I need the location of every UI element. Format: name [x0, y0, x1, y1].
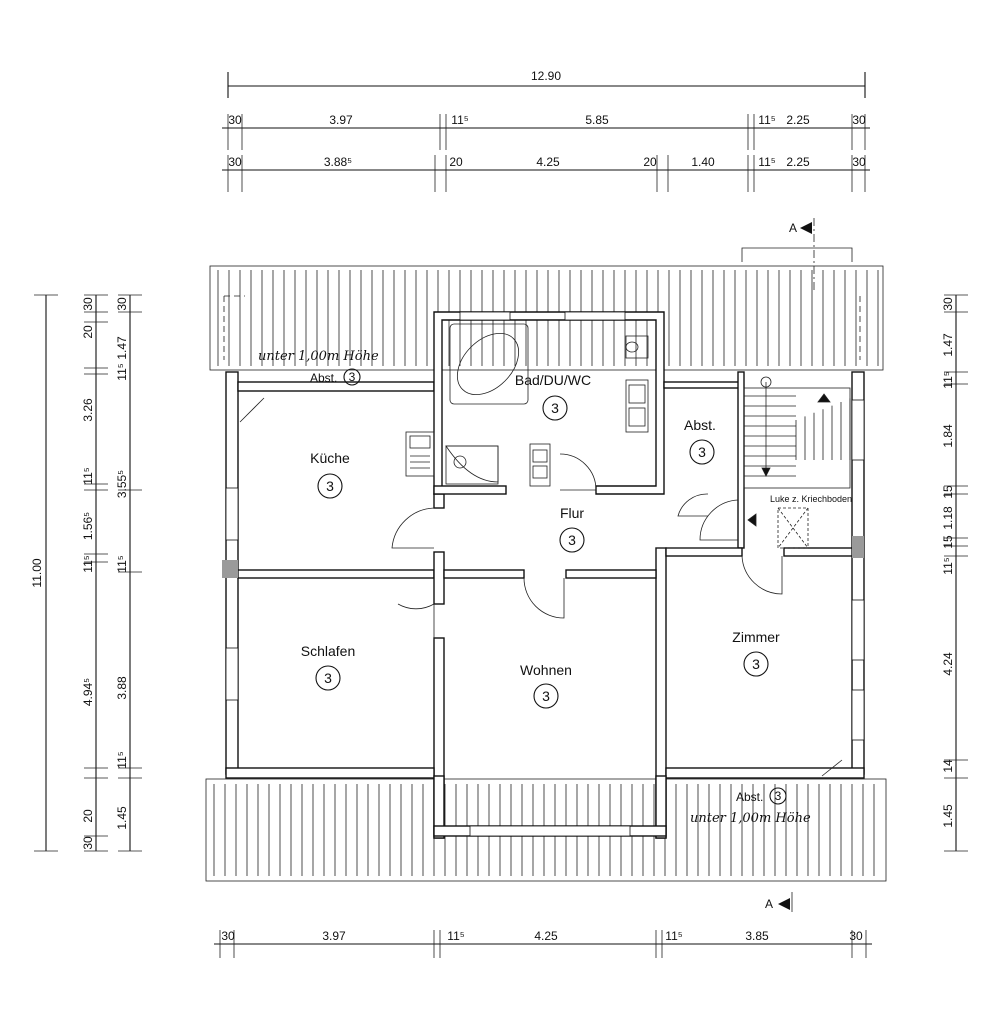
dim-right-3: 1.84 — [941, 424, 955, 448]
dim-right-4: 15 — [941, 485, 955, 499]
bottom-dimension-chain: 30 3.97 11⁵ 4.25 11⁵ 3.85 30 — [214, 929, 872, 958]
dim-left1-11: 30 — [81, 836, 95, 850]
dim-top3-7: 2.25 — [786, 155, 810, 169]
section-label-bottom: A — [765, 897, 773, 911]
section-marker-bottom: A — [765, 892, 793, 912]
section-marker-top: A — [741, 218, 853, 290]
label-luke: Luke z. Kriechboden — [770, 494, 852, 504]
dim-top3-0: 30 — [228, 155, 242, 169]
dim-left2-3: 3.88 — [115, 676, 129, 700]
dim-bottom-6: 30 — [849, 929, 863, 943]
dim-bottom-4: 11⁵ — [665, 929, 682, 943]
dim-left1-4: 3.26 — [81, 398, 95, 422]
room-bad-num: 3 — [551, 400, 559, 416]
dim-left1-8: 4.94⁵ — [81, 678, 95, 706]
dim-total-width: 12.90 — [531, 69, 561, 83]
top-dimension-chains: 12.90 30 3.97 11⁵ 5.85 11⁵ 2.25 30 30 3.… — [222, 69, 870, 192]
dim-right-6: 15 — [941, 535, 955, 549]
dim-top2-0: 30 — [228, 113, 242, 127]
note-unter-top: unter 1,00m Höhe — [258, 349, 379, 364]
dim-bottom-5: 3.85 — [745, 929, 769, 943]
room-abst-bottom-num: 3 — [775, 789, 782, 803]
dim-top3-5: 1.40 — [691, 155, 715, 169]
room-flur-num: 3 — [568, 532, 576, 548]
dim-left1-0: 30 — [81, 297, 95, 311]
dim-right-5: 1.18 — [941, 506, 955, 530]
room-abst-bottom-name: Abst. — [736, 790, 763, 804]
dim-top2-3: 5.85 — [585, 113, 609, 127]
dim-left2-0: 30 — [115, 297, 129, 311]
dim-bottom-1: 3.97 — [322, 929, 346, 943]
dim-left1-5: 11⁵ — [81, 467, 95, 484]
dim-top2-5: 2.25 — [786, 113, 810, 127]
note-unter-bottom: unter 1,00m Höhe — [690, 811, 811, 826]
room-zimmer-name: Zimmer — [732, 629, 780, 645]
dim-left1-3: 11⁵ — [115, 363, 129, 380]
room-schlafen-name: Schlafen — [301, 643, 355, 659]
dim-left1-7: 11⁵ — [81, 555, 95, 572]
room-abst-right-num: 3 — [698, 444, 706, 460]
room-abst-right-name: Abst. — [684, 417, 716, 433]
walls — [222, 311, 865, 839]
roof-top: unter 1,00m Höhe — [209, 265, 884, 371]
room-kueche-name: Küche — [310, 450, 350, 466]
dim-top3-1: 3.88⁵ — [324, 155, 352, 169]
room-schlafen-num: 3 — [324, 670, 332, 686]
dim-bottom-3: 4.25 — [534, 929, 558, 943]
room-wohnen-num: 3 — [542, 688, 550, 704]
dim-right-9: 14 — [941, 759, 955, 773]
dim-top2-1: 3.97 — [329, 113, 353, 127]
section-label-top: A — [789, 221, 797, 235]
dim-left1-2: 1.47 — [115, 336, 129, 360]
dim-left2-2: 11⁵ — [115, 555, 129, 572]
dim-right-7: 11⁵ — [941, 557, 955, 574]
dim-right-10: 1.45 — [941, 804, 955, 828]
dim-top3-3: 4.25 — [536, 155, 560, 169]
dim-top3-8: 30 — [852, 155, 866, 169]
dim-top2-2: 11⁵ — [451, 113, 468, 127]
room-zimmer-num: 3 — [752, 656, 760, 672]
dim-left2-1: 3.55⁵ — [115, 470, 129, 498]
doors — [391, 453, 783, 640]
dim-left1-6: 1.56⁵ — [81, 512, 95, 540]
room-flur-name: Flur — [560, 505, 584, 521]
dim-left1-9: 11⁵ — [115, 751, 129, 768]
right-dimension-chain: 30 1.47 11⁵ 1.84 15 1.18 15 11⁵ 4.24 14 … — [941, 294, 968, 852]
fixtures — [239, 323, 851, 777]
room-labels: Bad/DU/WC 3 Abst. 3 Küche 3 Flur 3 Schla… — [301, 368, 852, 805]
room-wohnen-name: Wohnen — [520, 662, 572, 678]
room-abst-top-name: Abst. — [310, 371, 337, 385]
dim-top3-6: 11⁵ — [758, 155, 775, 169]
dim-bottom-2: 11⁵ — [447, 929, 464, 943]
dim-top2-4: 11⁵ — [758, 113, 775, 127]
dim-top3-4: 20 — [643, 155, 657, 169]
room-bad-name: Bad/DU/WC — [515, 372, 591, 388]
left-dimension-chains: 11.00 30 20 1.47 11⁵ 3.26 11⁵ 1.56⁵ 11⁵ … — [30, 294, 142, 852]
dim-right-8: 4.24 — [941, 652, 955, 676]
dim-top2-6: 30 — [852, 113, 866, 127]
room-abst-top-num: 3 — [349, 370, 356, 384]
dim-left-total: 11.00 — [30, 558, 44, 587]
dim-bottom-0: 30 — [221, 929, 235, 943]
dim-right-0: 30 — [941, 297, 955, 311]
dim-right-1: 1.47 — [941, 333, 955, 357]
dim-left1-10: 20 — [81, 809, 95, 823]
dim-top3-2: 20 — [449, 155, 463, 169]
dim-left2-4: 1.45 — [115, 806, 129, 830]
room-kueche-num: 3 — [326, 478, 334, 494]
dim-right-2: 11⁵ — [941, 371, 955, 388]
dim-left1-1: 20 — [81, 325, 95, 339]
